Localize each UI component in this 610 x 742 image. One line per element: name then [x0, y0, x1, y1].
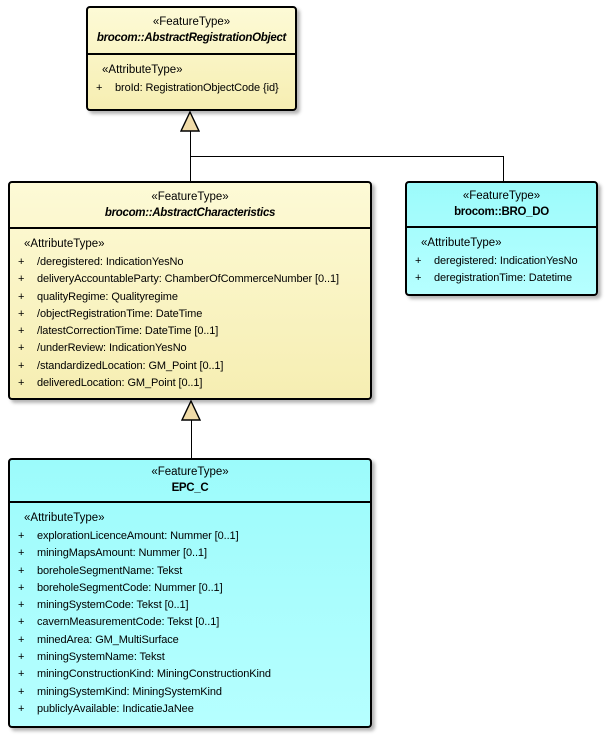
class-name: EPC_C — [171, 482, 209, 494]
class-name: brocom::AbstractCharacteristics — [104, 206, 276, 219]
attribute-compartment: «AttributeType» + /deregistered: Indicat… — [10, 229, 370, 398]
attribute-text: /underReview: IndicationYesNo — [37, 342, 187, 355]
attribute-text: qualityRegime: Qualityregime — [37, 290, 178, 303]
attribute-text: /latestCorrectionTime: DateTime [0..1] — [37, 325, 219, 338]
visibility-symbol: + — [415, 272, 422, 285]
class-name: brocom::AbstractRegistrationObject — [96, 32, 287, 44]
class-name: brocom::BRO_DO — [454, 206, 549, 218]
attribute-text: broId: RegistrationObjectCode {id} — [115, 82, 279, 94]
visibility-symbol: + — [18, 359, 25, 372]
visibility-symbol: + — [18, 564, 25, 577]
class-title: «FeatureType» brocom::BRO_DO — [407, 183, 596, 228]
attribute-text: miningSystemKind: MiningSystemKind — [37, 685, 222, 698]
generalization-line[interactable] — [503, 156, 504, 182]
generalization-arrow-icon[interactable] — [180, 111, 200, 132]
attribute-stereotype: «AttributeType» — [421, 237, 502, 249]
class-title: «FeatureType» brocom::AbstractRegistrati… — [88, 8, 295, 55]
class-stereotype: «FeatureType» — [462, 190, 541, 202]
attribute-row[interactable]: + /underReview: IndicationYesNo — [16, 340, 368, 357]
class-title: «FeatureType» EPC_C — [10, 460, 370, 503]
attribute-compartment: «AttributeType» + explorationLicenceAmou… — [10, 503, 370, 726]
visibility-symbol: + — [18, 668, 25, 681]
visibility-symbol: + — [96, 82, 103, 94]
visibility-symbol: + — [18, 616, 25, 629]
attribute-row[interactable]: + broId: RegistrationObjectCode {id} — [94, 80, 293, 97]
attribute-row[interactable]: + /objectRegistrationTime: DateTime — [16, 306, 368, 323]
visibility-symbol: + — [18, 702, 25, 715]
class-abstract-characteristics[interactable]: «FeatureType» brocom::AbstractCharacteri… — [8, 181, 372, 400]
attribute-compartment: «AttributeType» + deregistered: Indicati… — [407, 228, 596, 294]
attribute-row[interactable]: + boreholeSegmentName: Tekst — [16, 563, 368, 580]
attribute-text: deliveryAccountableParty: ChamberOfComme… — [37, 273, 339, 286]
class-abstract-registration-object[interactable]: «FeatureType» brocom::AbstractRegistrati… — [86, 6, 297, 111]
attribute-stereotype: «AttributeType» — [102, 64, 183, 76]
attribute-text: minedArea: GM_MultiSurface — [37, 633, 179, 646]
attribute-row[interactable]: + /latestCorrectionTime: DateTime [0..1] — [16, 323, 368, 340]
class-stereotype: «FeatureType» — [152, 16, 231, 28]
attribute-text: boreholeSegmentName: Tekst — [37, 564, 183, 577]
attribute-text: explorationLicenceAmount: Nummer [0..1] — [37, 530, 239, 542]
attribute-row[interactable]: + explorationLicenceAmount: Nummer [0..1… — [16, 528, 368, 545]
attribute-text: deliveredLocation: GM_Point [0..1] — [37, 377, 203, 390]
class-bro-do[interactable]: «FeatureType» brocom::BRO_DO «AttributeT… — [405, 181, 598, 296]
attribute-row[interactable]: + boreholeSegmentCode: Nummer [0..1] — [16, 580, 368, 597]
class-title: «FeatureType» brocom::AbstractCharacteri… — [10, 183, 370, 229]
attribute-text: /objectRegistrationTime: DateTime — [37, 307, 203, 320]
attribute-text: /deregistered: IndicationYesNo — [37, 256, 184, 268]
generalization-line[interactable] — [191, 420, 192, 458]
class-stereotype: «FeatureType» — [151, 190, 229, 203]
attribute-text: miningConstructionKind: MiningConstructi… — [37, 668, 271, 681]
attribute-text: cavernMeasurementCode: Tekst [0..1] — [37, 616, 220, 629]
attribute-row[interactable]: + /standardizedLocation: GM_Point [0..1] — [16, 358, 368, 375]
attribute-row[interactable]: + deliveryAccountableParty: ChamberOfCom… — [16, 271, 368, 288]
attribute-row[interactable]: + /deregistered: IndicationYesNo — [16, 254, 368, 271]
attribute-text: deregistered: IndicationYesNo — [434, 255, 578, 267]
attribute-row[interactable]: + deregistered: IndicationYesNo — [413, 253, 594, 270]
attribute-row[interactable]: + deregistrationTime: Datetime — [413, 270, 594, 287]
visibility-symbol: + — [18, 633, 25, 646]
attribute-stereotype: «AttributeType» — [24, 238, 105, 250]
visibility-symbol: + — [18, 325, 25, 338]
visibility-symbol: + — [18, 377, 25, 390]
attribute-text: /standardizedLocation: GM_Point [0..1] — [37, 359, 224, 372]
class-epc-c[interactable]: «FeatureType» EPC_C «AttributeType» + ex… — [8, 458, 372, 728]
attribute-row[interactable]: + minedArea: GM_MultiSurface — [16, 632, 368, 649]
attribute-row[interactable]: + miningSystemCode: Tekst [0..1] — [16, 597, 368, 614]
visibility-symbol: + — [18, 581, 25, 594]
attribute-row[interactable]: + miningSystemName: Tekst — [16, 649, 368, 666]
visibility-symbol: + — [18, 530, 25, 542]
attribute-compartment: «AttributeType» + broId: RegistrationObj… — [88, 55, 295, 109]
attribute-row[interactable]: + publiclyAvailable: IndicatieJaNee — [16, 701, 368, 718]
attribute-row[interactable]: + miningMapsAmount: Nummer [0..1] — [16, 545, 368, 562]
class-stereotype: «FeatureType» — [151, 466, 229, 478]
visibility-symbol: + — [18, 256, 25, 268]
attribute-text: deregistrationTime: Datetime — [434, 272, 573, 285]
attribute-row[interactable]: + cavernMeasurementCode: Tekst [0..1] — [16, 614, 368, 631]
attribute-row[interactable]: + deliveredLocation: GM_Point [0..1] — [16, 375, 368, 392]
visibility-symbol: + — [18, 290, 25, 303]
attribute-text: boreholeSegmentCode: Nummer [0..1] — [37, 581, 223, 594]
attribute-row[interactable]: + qualityRegime: Qualityregime — [16, 289, 368, 306]
attribute-text: miningMapsAmount: Nummer [0..1] — [37, 547, 207, 560]
visibility-symbol: + — [18, 307, 25, 320]
attribute-text: publiclyAvailable: IndicatieJaNee — [37, 702, 194, 715]
visibility-symbol: + — [18, 273, 25, 286]
visibility-symbol: + — [18, 547, 25, 560]
attribute-row[interactable]: + miningConstructionKind: MiningConstruc… — [16, 666, 368, 683]
visibility-symbol: + — [415, 255, 422, 267]
attribute-text: miningSystemCode: Tekst [0..1] — [37, 599, 189, 612]
generalization-line[interactable] — [190, 156, 504, 157]
visibility-symbol: + — [18, 342, 25, 355]
generalization-arrow-icon[interactable] — [181, 400, 201, 421]
visibility-symbol: + — [18, 651, 25, 664]
attribute-text: miningSystemName: Tekst — [37, 651, 165, 664]
attribute-row[interactable]: + miningSystemKind: MiningSystemKind — [16, 684, 368, 701]
visibility-symbol: + — [18, 685, 25, 698]
visibility-symbol: + — [18, 599, 25, 612]
attribute-stereotype: «AttributeType» — [24, 512, 105, 524]
